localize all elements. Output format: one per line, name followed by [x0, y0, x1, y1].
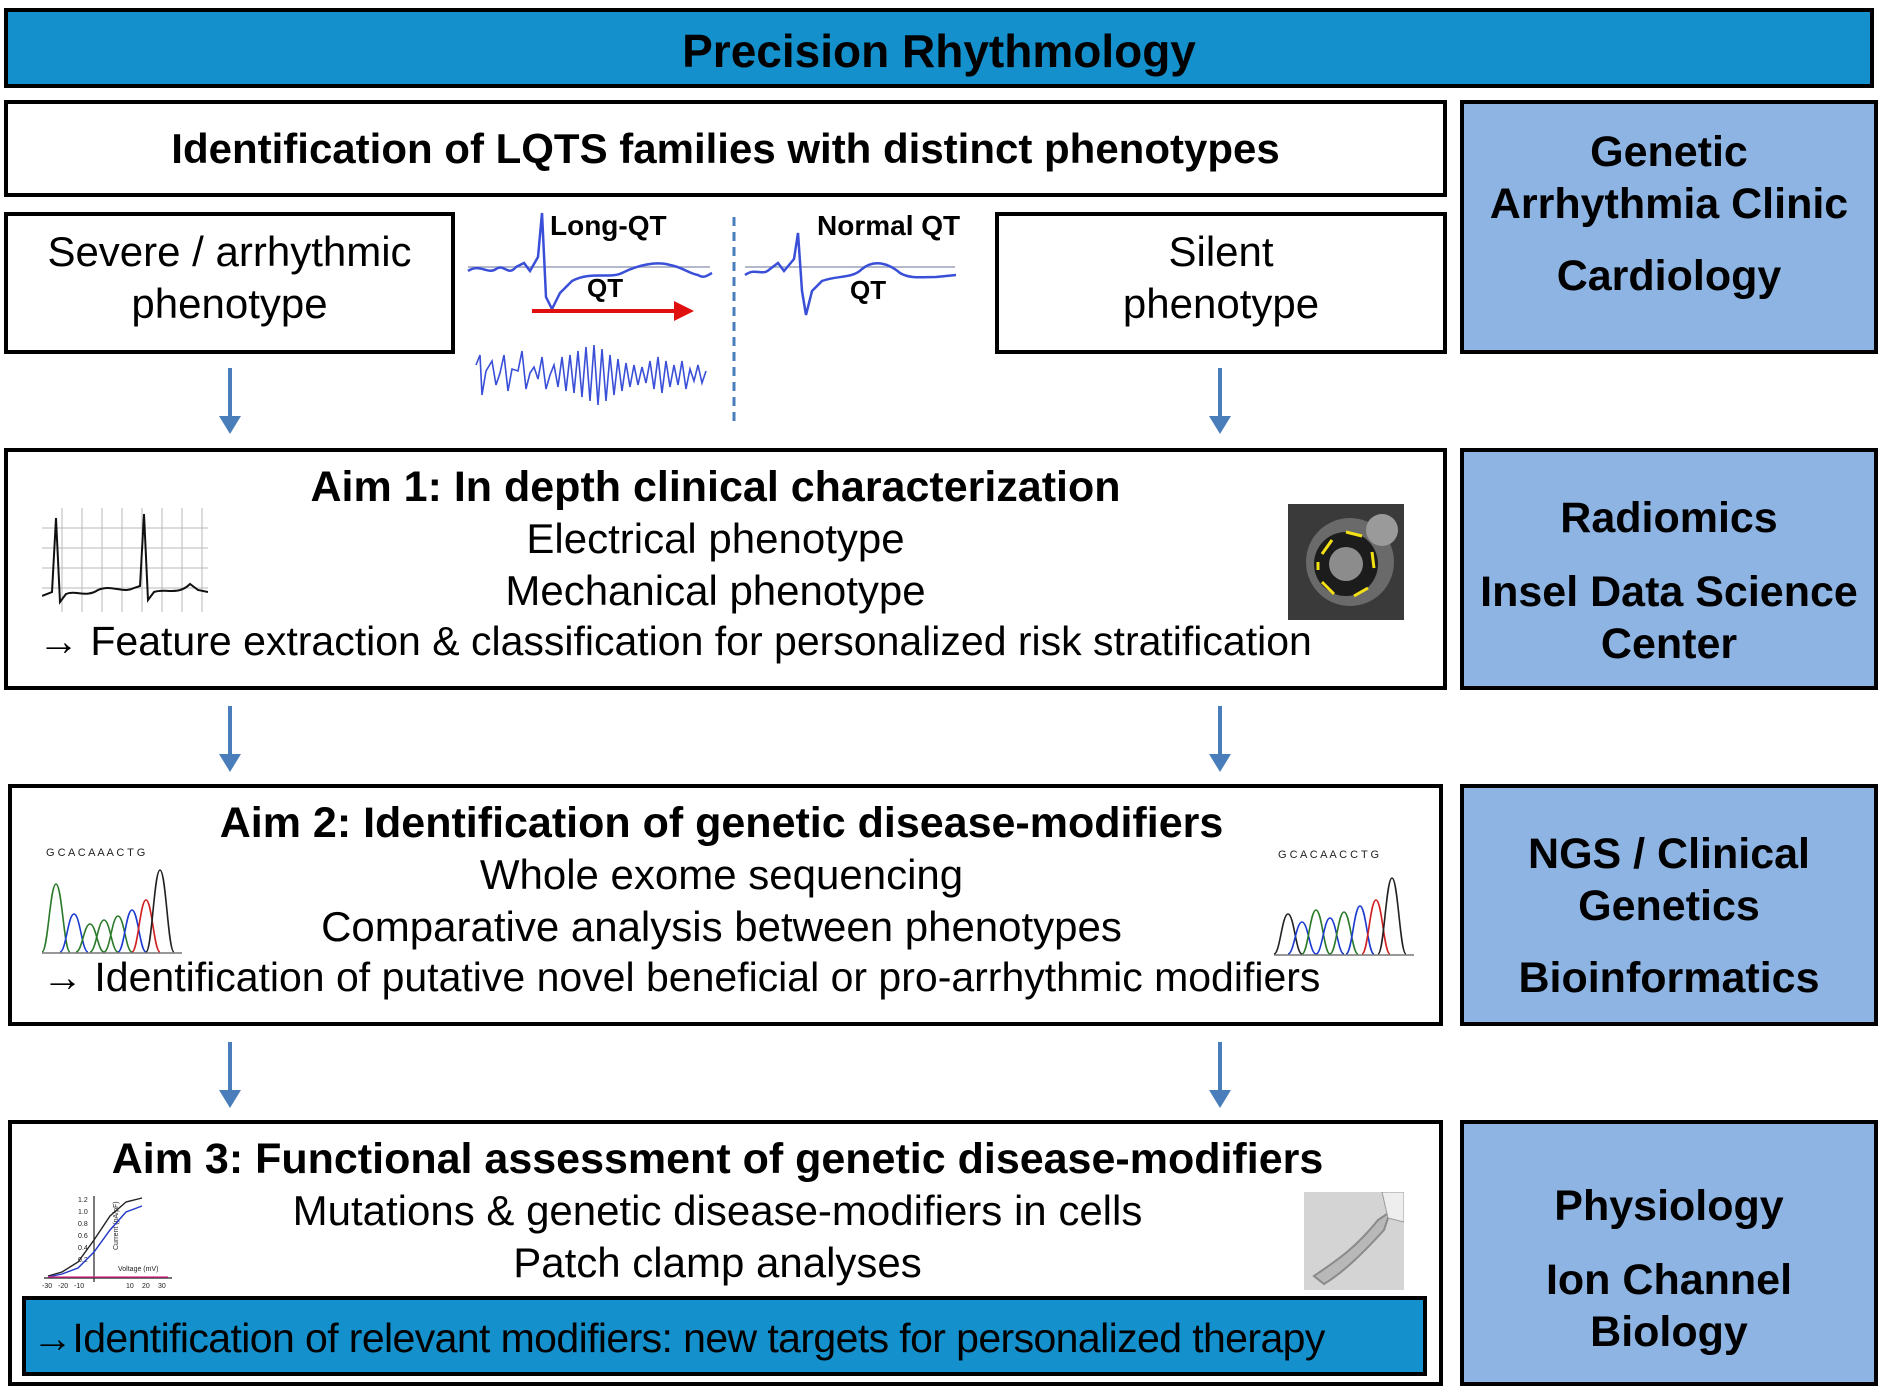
normal-qt-label: Normal QT	[817, 210, 960, 241]
qt-label-long: QT	[587, 273, 623, 303]
svg-text:1.2: 1.2	[78, 1197, 88, 1204]
side-panel-radiomics-line1: Radiomics	[1560, 494, 1778, 542]
side-panel-ngs: NGS / Clinical Genetics Bioinformatics	[1460, 784, 1878, 1026]
severe-phenotype-box: Severe / arrhythmic phenotype	[4, 212, 455, 354]
silent-phenotype-line1: Silent	[1168, 228, 1274, 275]
patch-clamp-cell-image	[1304, 1192, 1404, 1290]
down-arrow	[219, 706, 241, 772]
silent-phenotype-line2: phenotype	[1122, 280, 1320, 327]
svg-text:-10: -10	[74, 1283, 84, 1290]
svg-text:30: 30	[158, 1283, 166, 1290]
aim1-title: Aim 1: In depth clinical characterizatio…	[310, 463, 1121, 511]
normal-qt-ecg-trace	[744, 232, 957, 316]
ecg-strip-image	[42, 508, 208, 612]
severe-phenotype-line2: phenotype	[131, 280, 328, 327]
qt-label-normal: QT	[850, 275, 886, 305]
aim2-line-wes: Whole exome sequencing	[479, 851, 964, 898]
down-arrow	[1209, 368, 1231, 434]
identification-title: Identification of LQTS families with dis…	[171, 125, 1280, 172]
side-panel-physiology-line3: Biology	[1590, 1308, 1748, 1356]
aim1-box: Aim 1: In depth clinical characterizatio…	[4, 448, 1447, 690]
aim2-box: Aim 2: Identification of genetic disease…	[8, 784, 1443, 1026]
svg-text:Voltage (mV): Voltage (mV)	[118, 1266, 158, 1273]
svg-text:0.2: 0.2	[78, 1257, 88, 1264]
aim3-title: Aim 3: Functional assessment of genetic …	[111, 1135, 1324, 1183]
long-qt-ecg-trace	[467, 212, 713, 312]
torsades-ecg-trace	[475, 344, 707, 406]
down-arrow	[1209, 1042, 1231, 1108]
down-arrow	[1209, 706, 1231, 772]
aim2-title: Aim 2: Identification of genetic disease…	[219, 799, 1224, 847]
aim3-conclusion: →Identification of relevant modifiers: n…	[32, 1315, 1325, 1361]
aim1-line-mechanical: Mechanical phenotype	[505, 567, 926, 614]
aim3-box: Aim 3: Functional assessment of genetic …	[8, 1120, 1443, 1386]
identification-box: Identification of LQTS families with dis…	[4, 100, 1447, 197]
cardiac-mri-image	[1288, 504, 1404, 620]
side-panel-physiology: Physiology Ion Channel Biology	[1460, 1120, 1878, 1386]
sequencing-chromatogram-right: G C A C A A C C T G	[1274, 849, 1414, 956]
side-panel-physiology-line2: Ion Channel	[1545, 1256, 1793, 1304]
severe-phenotype-line1: Severe / arrhythmic	[47, 228, 412, 275]
side-panel-clinic-line1: Genetic	[1590, 128, 1748, 176]
svg-text:G C A C A A A C T G: G C A C A A A C T G	[46, 847, 145, 859]
ecg-illustration: Long-QT QT Normal QT QT	[467, 210, 960, 427]
side-panel-clinic-line2: Arrhythmia Clinic	[1489, 180, 1849, 228]
svg-text:0.4: 0.4	[78, 1245, 88, 1252]
aim1-conclusion: → Feature extraction & classification fo…	[38, 618, 1312, 664]
iv-curve-plot: 1.2 1.0 0.8 0.6 0.4 0.2 -30 -20 -10 10 2…	[42, 1196, 172, 1290]
header-banner: Precision Rhythmology	[4, 8, 1874, 88]
side-panel-radiomics: Radiomics Insel Data Science Center	[1460, 448, 1878, 690]
therapy-target-banner: →Identification of relevant modifiers: n…	[22, 1296, 1427, 1376]
aim1-line-electrical: Electrical phenotype	[526, 515, 905, 562]
page-title: Precision Rhythmology	[682, 25, 1196, 77]
side-panel-radiomics-line3: Center	[1600, 620, 1738, 668]
aim2-line-comparative: Comparative analysis between phenotypes	[321, 903, 1122, 950]
aim2-conclusion: → Identification of putative novel benef…	[42, 954, 1321, 1000]
svg-text:G C A C A A C C T G: G C A C A A C C T G	[1278, 849, 1379, 861]
side-panel-radiomics-line2: Insel Data Science	[1480, 568, 1858, 616]
svg-text:0.8: 0.8	[78, 1221, 88, 1228]
silent-phenotype-box: Silent phenotype	[995, 212, 1447, 354]
down-arrow	[219, 368, 241, 434]
svg-text:10: 10	[126, 1283, 134, 1290]
long-qt-label: Long-QT	[550, 210, 667, 241]
svg-text:Current (pA/pF): Current (pA/pF)	[113, 1201, 120, 1250]
side-panel-ngs-line3: Bioinformatics	[1518, 954, 1820, 1002]
svg-text:-30: -30	[42, 1283, 52, 1290]
svg-text:-20: -20	[58, 1283, 68, 1290]
sequencing-chromatogram-left: G C A C A A A C T G	[42, 847, 182, 954]
side-panel-clinic-line3: Cardiology	[1556, 252, 1782, 300]
side-panel-physiology-line1: Physiology	[1554, 1182, 1784, 1230]
svg-text:0.6: 0.6	[78, 1233, 88, 1240]
aim3-line-mutations: Mutations & genetic disease-modifiers in…	[292, 1187, 1143, 1234]
side-panel-ngs-line1: NGS / Clinical	[1528, 830, 1810, 878]
svg-text:1.0: 1.0	[78, 1209, 88, 1216]
svg-text:20: 20	[142, 1283, 150, 1290]
aim3-line-patch-clamp: Patch clamp analyses	[513, 1239, 922, 1286]
side-panel-clinic: Genetic Arrhythmia Clinic Cardiology	[1460, 100, 1878, 354]
down-arrow	[219, 1042, 241, 1108]
side-panel-ngs-line2: Genetics	[1578, 882, 1760, 930]
